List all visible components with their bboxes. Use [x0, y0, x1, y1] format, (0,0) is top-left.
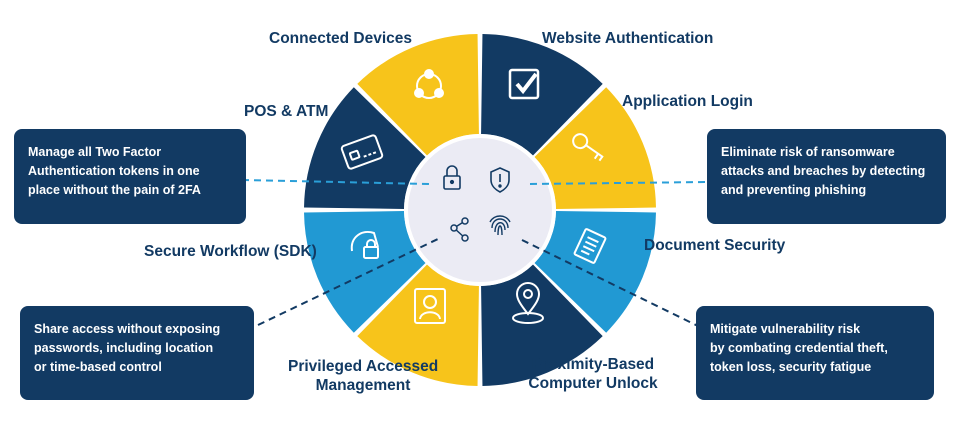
- location-pin-icon: [512, 282, 544, 324]
- label-proximity-line2: Computer Unlock: [528, 374, 658, 392]
- key-icon: [572, 133, 604, 162]
- document-icon: [573, 228, 607, 264]
- segment-proximity-unlock: [481, 264, 603, 386]
- segment-website-authentication: [481, 34, 603, 156]
- label-secure-workflow: Secure Workflow (SDK): [144, 243, 317, 260]
- credit-card-icon: [340, 134, 384, 170]
- label-privileged-line1: Privileged Accessed: [288, 358, 439, 375]
- user-profile-icon: [414, 288, 446, 324]
- secure-hand-icon: [350, 231, 379, 259]
- callout-manage-2fa: Manage all Two Factor Authentication tok…: [14, 129, 246, 224]
- fingerprint-icon: [489, 215, 511, 236]
- shield-alert-icon: [490, 167, 510, 193]
- share-nodes-icon: [450, 217, 469, 242]
- connector-top-left: [241, 179, 431, 185]
- segment-pos-atm: [304, 87, 426, 209]
- label-website-authentication: Website Authentication: [542, 30, 714, 47]
- label-privileged-access: Privileged Accessed Management: [288, 358, 438, 395]
- segment-secure-workflow: [304, 211, 426, 333]
- segment-privileged-access: [357, 264, 479, 386]
- lock-icon: [443, 165, 461, 190]
- segment-application-login: [534, 87, 656, 209]
- connector-top-right: [529, 181, 709, 185]
- connector-bottom-right: [521, 239, 699, 327]
- connector-bottom-left: [257, 237, 441, 326]
- label-application-login: Application Login: [622, 93, 753, 110]
- callout-eliminate-ransomware: Eliminate risk of ransomware attacks and…: [707, 129, 946, 224]
- callout-mitigate-risk: Mitigate vulnerability risk by combating…: [696, 306, 934, 400]
- network-nodes-icon: [414, 69, 444, 99]
- label-connected-devices: Connected Devices: [269, 30, 412, 47]
- callout-share-access: Share access without exposing passwords,…: [20, 306, 254, 400]
- label-pos-atm: POS & ATM: [244, 103, 329, 120]
- center-hub: [404, 134, 556, 286]
- label-proximity-unlock: Proximity-Based Computer Unlock: [518, 356, 668, 393]
- checkbox-icon: [508, 68, 540, 100]
- label-proximity-line1: Proximity-Based: [531, 356, 655, 373]
- label-document-security: Document Security: [644, 237, 786, 254]
- label-privileged-line2: Management: [315, 376, 411, 394]
- segment-document-security: [534, 211, 656, 333]
